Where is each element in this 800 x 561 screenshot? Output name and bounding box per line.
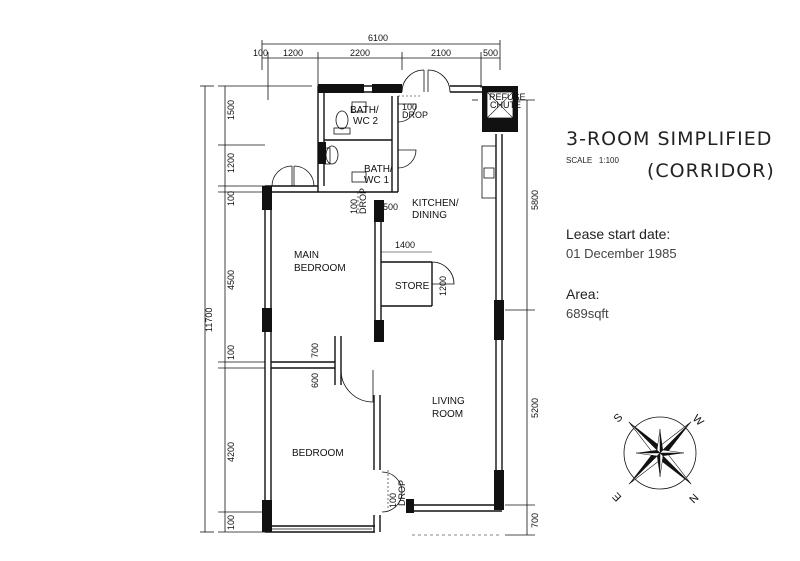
- dim-top-3: 2200: [350, 48, 370, 58]
- drop-3-value: 100: [388, 493, 398, 508]
- compass-w: W: [690, 413, 706, 429]
- plan-scale: SCALE 1:100: [566, 156, 619, 165]
- dim-left-6: 4200: [226, 442, 236, 462]
- plan-title: 3-ROOM SIMPLIFIED: [566, 128, 773, 150]
- dim-left-1: 1500: [226, 100, 236, 120]
- compass-n: N: [686, 491, 700, 505]
- compass-e: E: [610, 490, 624, 504]
- drop-2-label: DROP: [358, 188, 368, 214]
- dim-left-5: 100: [226, 345, 236, 360]
- fixtures: [324, 99, 497, 199]
- dim-inner-500: 500: [383, 202, 398, 212]
- dim-inner-1200: 1200: [438, 276, 448, 296]
- scale-label: SCALE: [566, 156, 593, 165]
- room-bath1-line1: BATH/: [364, 164, 393, 175]
- lease-label: Lease start date:: [566, 226, 671, 242]
- compass-s: S: [612, 411, 626, 425]
- room-store: STORE: [395, 281, 430, 292]
- room-living-line1: LIVING: [432, 396, 465, 407]
- dim-top-4: 2100: [431, 48, 451, 58]
- dim-top-1: 100: [253, 48, 268, 58]
- dim-right-2: 5200: [530, 398, 540, 418]
- dim-left-4: 4500: [226, 270, 236, 290]
- dim-total-width: 6100: [368, 33, 388, 43]
- dim-top-2: 1200: [283, 48, 303, 58]
- dim-top-5: 500: [483, 48, 498, 58]
- dim-inner-600: 600: [310, 373, 320, 388]
- area-label: Area:: [566, 286, 600, 302]
- dim-right-1: 5800: [530, 190, 540, 210]
- dim-inner-1400: 1400: [395, 240, 415, 250]
- refuse-label-2: CHUTE: [490, 100, 521, 110]
- drop-1-value: 100: [402, 102, 417, 112]
- dim-left-total: 11700: [204, 308, 214, 332]
- room-bedroom: BEDROOM: [292, 448, 344, 459]
- room-main-bedroom-line1: MAIN: [294, 250, 319, 261]
- lease-value: 01 December 1985: [566, 246, 677, 261]
- dim-left-7: 100: [226, 515, 236, 530]
- area-value: 689sqft: [566, 306, 609, 321]
- refuse-chute: REFUSE CHUTE: [486, 91, 526, 119]
- scale-value: 1:100: [598, 156, 619, 165]
- drop-1-label: DROP: [402, 110, 428, 120]
- drop-2-value: 100: [349, 199, 359, 214]
- room-main-bedroom-line2: BEDROOM: [294, 263, 346, 274]
- walls: [264, 85, 503, 536]
- room-living-line2: ROOM: [432, 409, 463, 420]
- dim-right-3: 700: [530, 513, 540, 528]
- room-bath2-line1: BATH/: [350, 105, 379, 116]
- room-kitchen-line1: KITCHEN/: [412, 198, 459, 209]
- dimension-text: 6100 100 1200 2200 2100 500 1500 1200 10…: [204, 33, 540, 530]
- dim-left-3: 100: [226, 191, 236, 206]
- dim-inner-700: 700: [310, 343, 320, 358]
- room-labels: BATH/ WC 2 BATH/ WC 1 KITCHEN/ DINING MA…: [292, 105, 465, 459]
- wall-blocks: [262, 84, 518, 532]
- plan-subtitle: (CORRIDOR): [647, 160, 775, 182]
- compass-rose: S W E N: [610, 411, 706, 505]
- room-bath2-line2: WC 2: [353, 116, 378, 127]
- room-bath1-line2: WC 1: [364, 175, 389, 186]
- refuse-label-1: REFUSE: [489, 92, 526, 102]
- dimension-lines: [200, 40, 535, 536]
- step-lines: [357, 95, 420, 510]
- drop-labels: 100 DROP 100 DROP 100 DROP: [349, 102, 428, 508]
- doors: [271, 69, 455, 513]
- dim-left-2: 1200: [226, 153, 236, 173]
- drop-3-label: DROP: [397, 480, 407, 506]
- room-kitchen-line2: DINING: [412, 210, 447, 221]
